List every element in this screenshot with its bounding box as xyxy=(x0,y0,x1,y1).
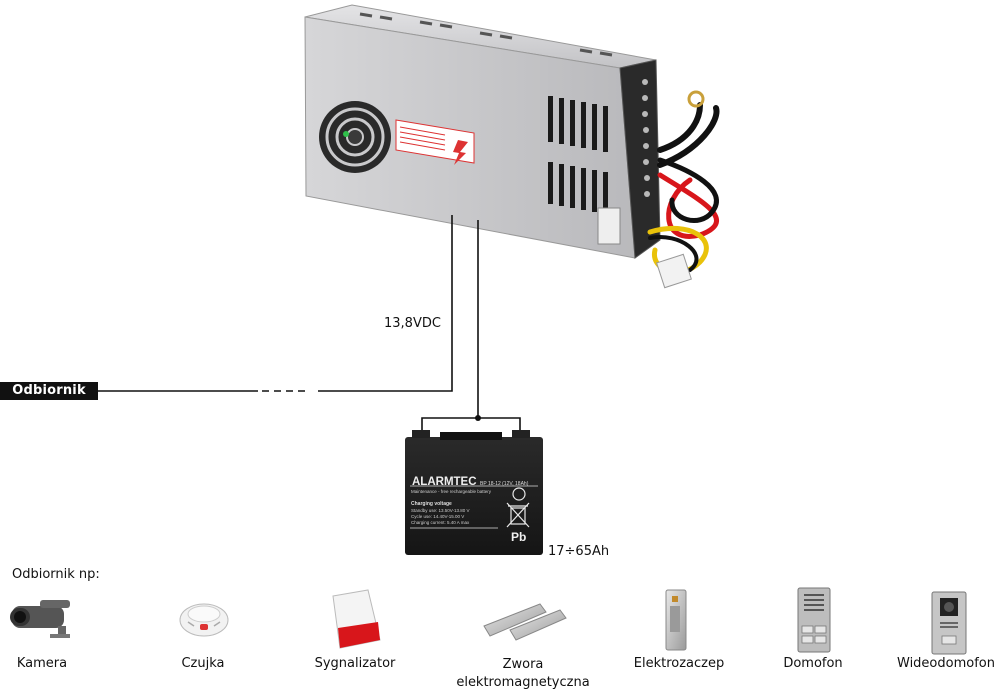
smoke-detector-icon xyxy=(179,603,229,637)
intercom-panel-icon xyxy=(797,587,831,653)
receiver-label-camera: Kamera xyxy=(16,656,68,671)
electric-strike-icon xyxy=(665,589,687,651)
front-vents xyxy=(548,96,608,214)
battery-brand: ALARMTEC xyxy=(412,476,477,488)
battery-pb-mark: Pb xyxy=(511,530,526,544)
receiver-label-siren: Sygnalizator xyxy=(314,656,396,671)
electromagnetic-lock-icon xyxy=(483,603,567,641)
wiring xyxy=(98,215,521,437)
battery-spec-standby: Standby use: 13.50V-13.80 V xyxy=(411,508,470,513)
receiver-tag: Odbiornik xyxy=(0,382,98,400)
receivers-heading: Odbiornik np: xyxy=(12,567,100,582)
receiver-label-intercom: Domofon xyxy=(783,656,843,671)
battery-spec-cycle: Cycle use: 14.40V-15.00 V xyxy=(411,514,464,519)
voltage-label: 13,8VDC xyxy=(384,316,441,331)
battery-subtitle: Maintenance - free rechargeable battery xyxy=(411,489,492,494)
warning-label xyxy=(395,119,475,165)
junction-dot xyxy=(475,415,481,421)
receiver-label-detector: Czujka xyxy=(181,656,225,671)
video-intercom-panel-icon xyxy=(931,591,967,655)
receiver-label-maglock: Zwora elektromagnetyczna xyxy=(456,657,590,690)
battery-capacity-label: 17÷65Ah xyxy=(548,544,610,559)
output-cables xyxy=(647,102,720,275)
camera-icon xyxy=(10,600,70,638)
battery-charging-title: Charging voltage xyxy=(411,501,452,507)
battery-spec-current: Charging current: 5.40 A max xyxy=(411,520,470,525)
receiver-label-strike: Elektrozaczep xyxy=(633,656,725,671)
fan-grille xyxy=(319,101,391,173)
receiver-label-video-intercom: Wideodomofon xyxy=(897,656,995,671)
battery-model: BP 18-12 (12V, 18Ah) xyxy=(480,481,529,487)
battery xyxy=(405,430,543,555)
siren-icon xyxy=(332,589,381,649)
power-supply-unit xyxy=(304,4,661,259)
